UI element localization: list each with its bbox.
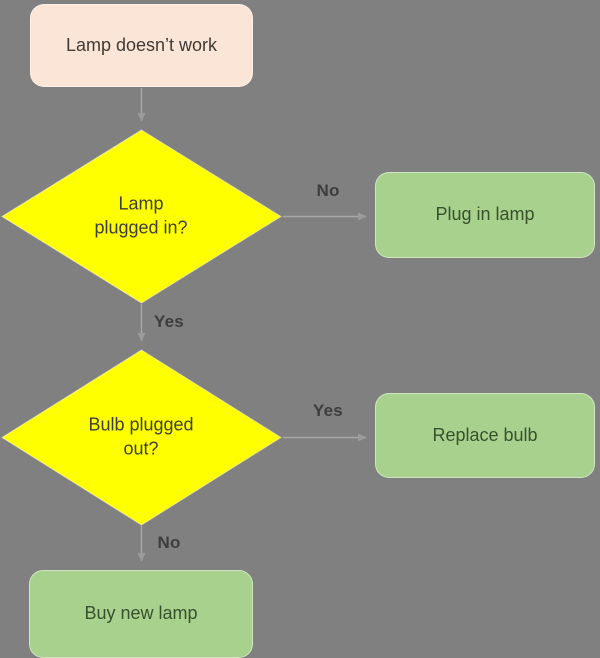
node-action-replace-bulb: Replace bulb bbox=[375, 393, 595, 478]
node-decision-lamp-plugged-label: Lamp plugged in? bbox=[94, 193, 188, 238]
edge-label-decision1-no: No bbox=[316, 181, 340, 200]
node-action-plug-in-lamp: Plug in lamp bbox=[375, 172, 595, 258]
decision-lamp-plugged-shape bbox=[1, 129, 282, 304]
node-start-label: Lamp doesn’t work bbox=[65, 34, 218, 55]
node-action-buy-new-lamp-label: Buy new lamp bbox=[84, 603, 198, 624]
edge-label-decision2-no: No bbox=[157, 533, 181, 552]
edge-label-decision2-yes: Yes bbox=[313, 401, 343, 420]
edge-label-decision1-yes: Yes bbox=[154, 312, 184, 331]
node-action-plug-in-lamp-label: Plug in lamp bbox=[435, 204, 535, 225]
node-action-replace-bulb-label: Replace bulb bbox=[432, 424, 538, 445]
node-action-buy-new-lamp: Buy new lamp bbox=[29, 570, 253, 658]
node-decision-bulb-plugged-label: Bulb plugged out? bbox=[88, 414, 194, 459]
decision-bulb-plugged-shape bbox=[1, 349, 282, 526]
node-start: Lamp doesn’t work bbox=[30, 4, 253, 87]
